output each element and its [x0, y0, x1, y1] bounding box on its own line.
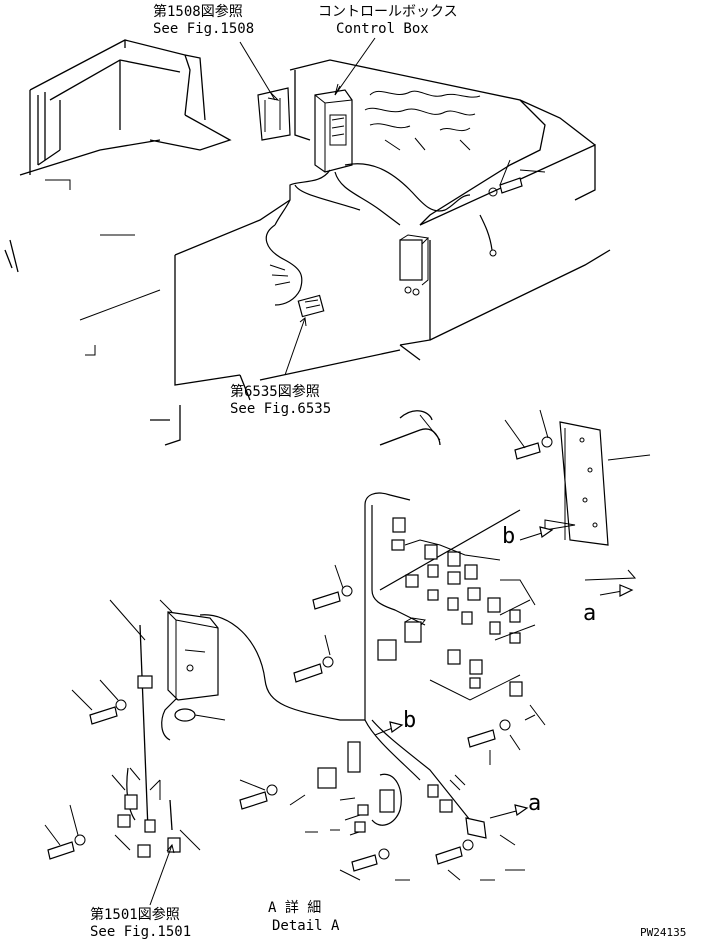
fig1501-label-en: See Fig.1501	[90, 924, 191, 940]
fig1501-label-jp: 第1501図参照	[90, 906, 180, 923]
fig6535-label-en: See Fig.6535	[230, 401, 331, 417]
fig6535-label-jp: 第6535図参照	[230, 383, 320, 400]
fig1508-label-jp: 第1508図参照	[153, 3, 243, 20]
detail-a-label-jp: A 詳 細	[268, 900, 321, 916]
marker-b-upper: b	[502, 524, 515, 549]
detail-a-label-en: Detail A	[272, 918, 340, 934]
marker-a-lower: a	[528, 791, 541, 816]
machine-overview	[4, 37, 611, 446]
marker-a-upper: a	[583, 601, 596, 626]
marker-b-lower: b	[403, 708, 416, 733]
control-box-label-en: Control Box	[336, 21, 429, 37]
fig1508-label-en: See Fig.1508	[153, 21, 254, 37]
drawing-code: PW24135	[640, 926, 686, 939]
control-box-label-jp: コントロールボックス	[318, 4, 458, 20]
detail-a-view	[44, 409, 651, 906]
